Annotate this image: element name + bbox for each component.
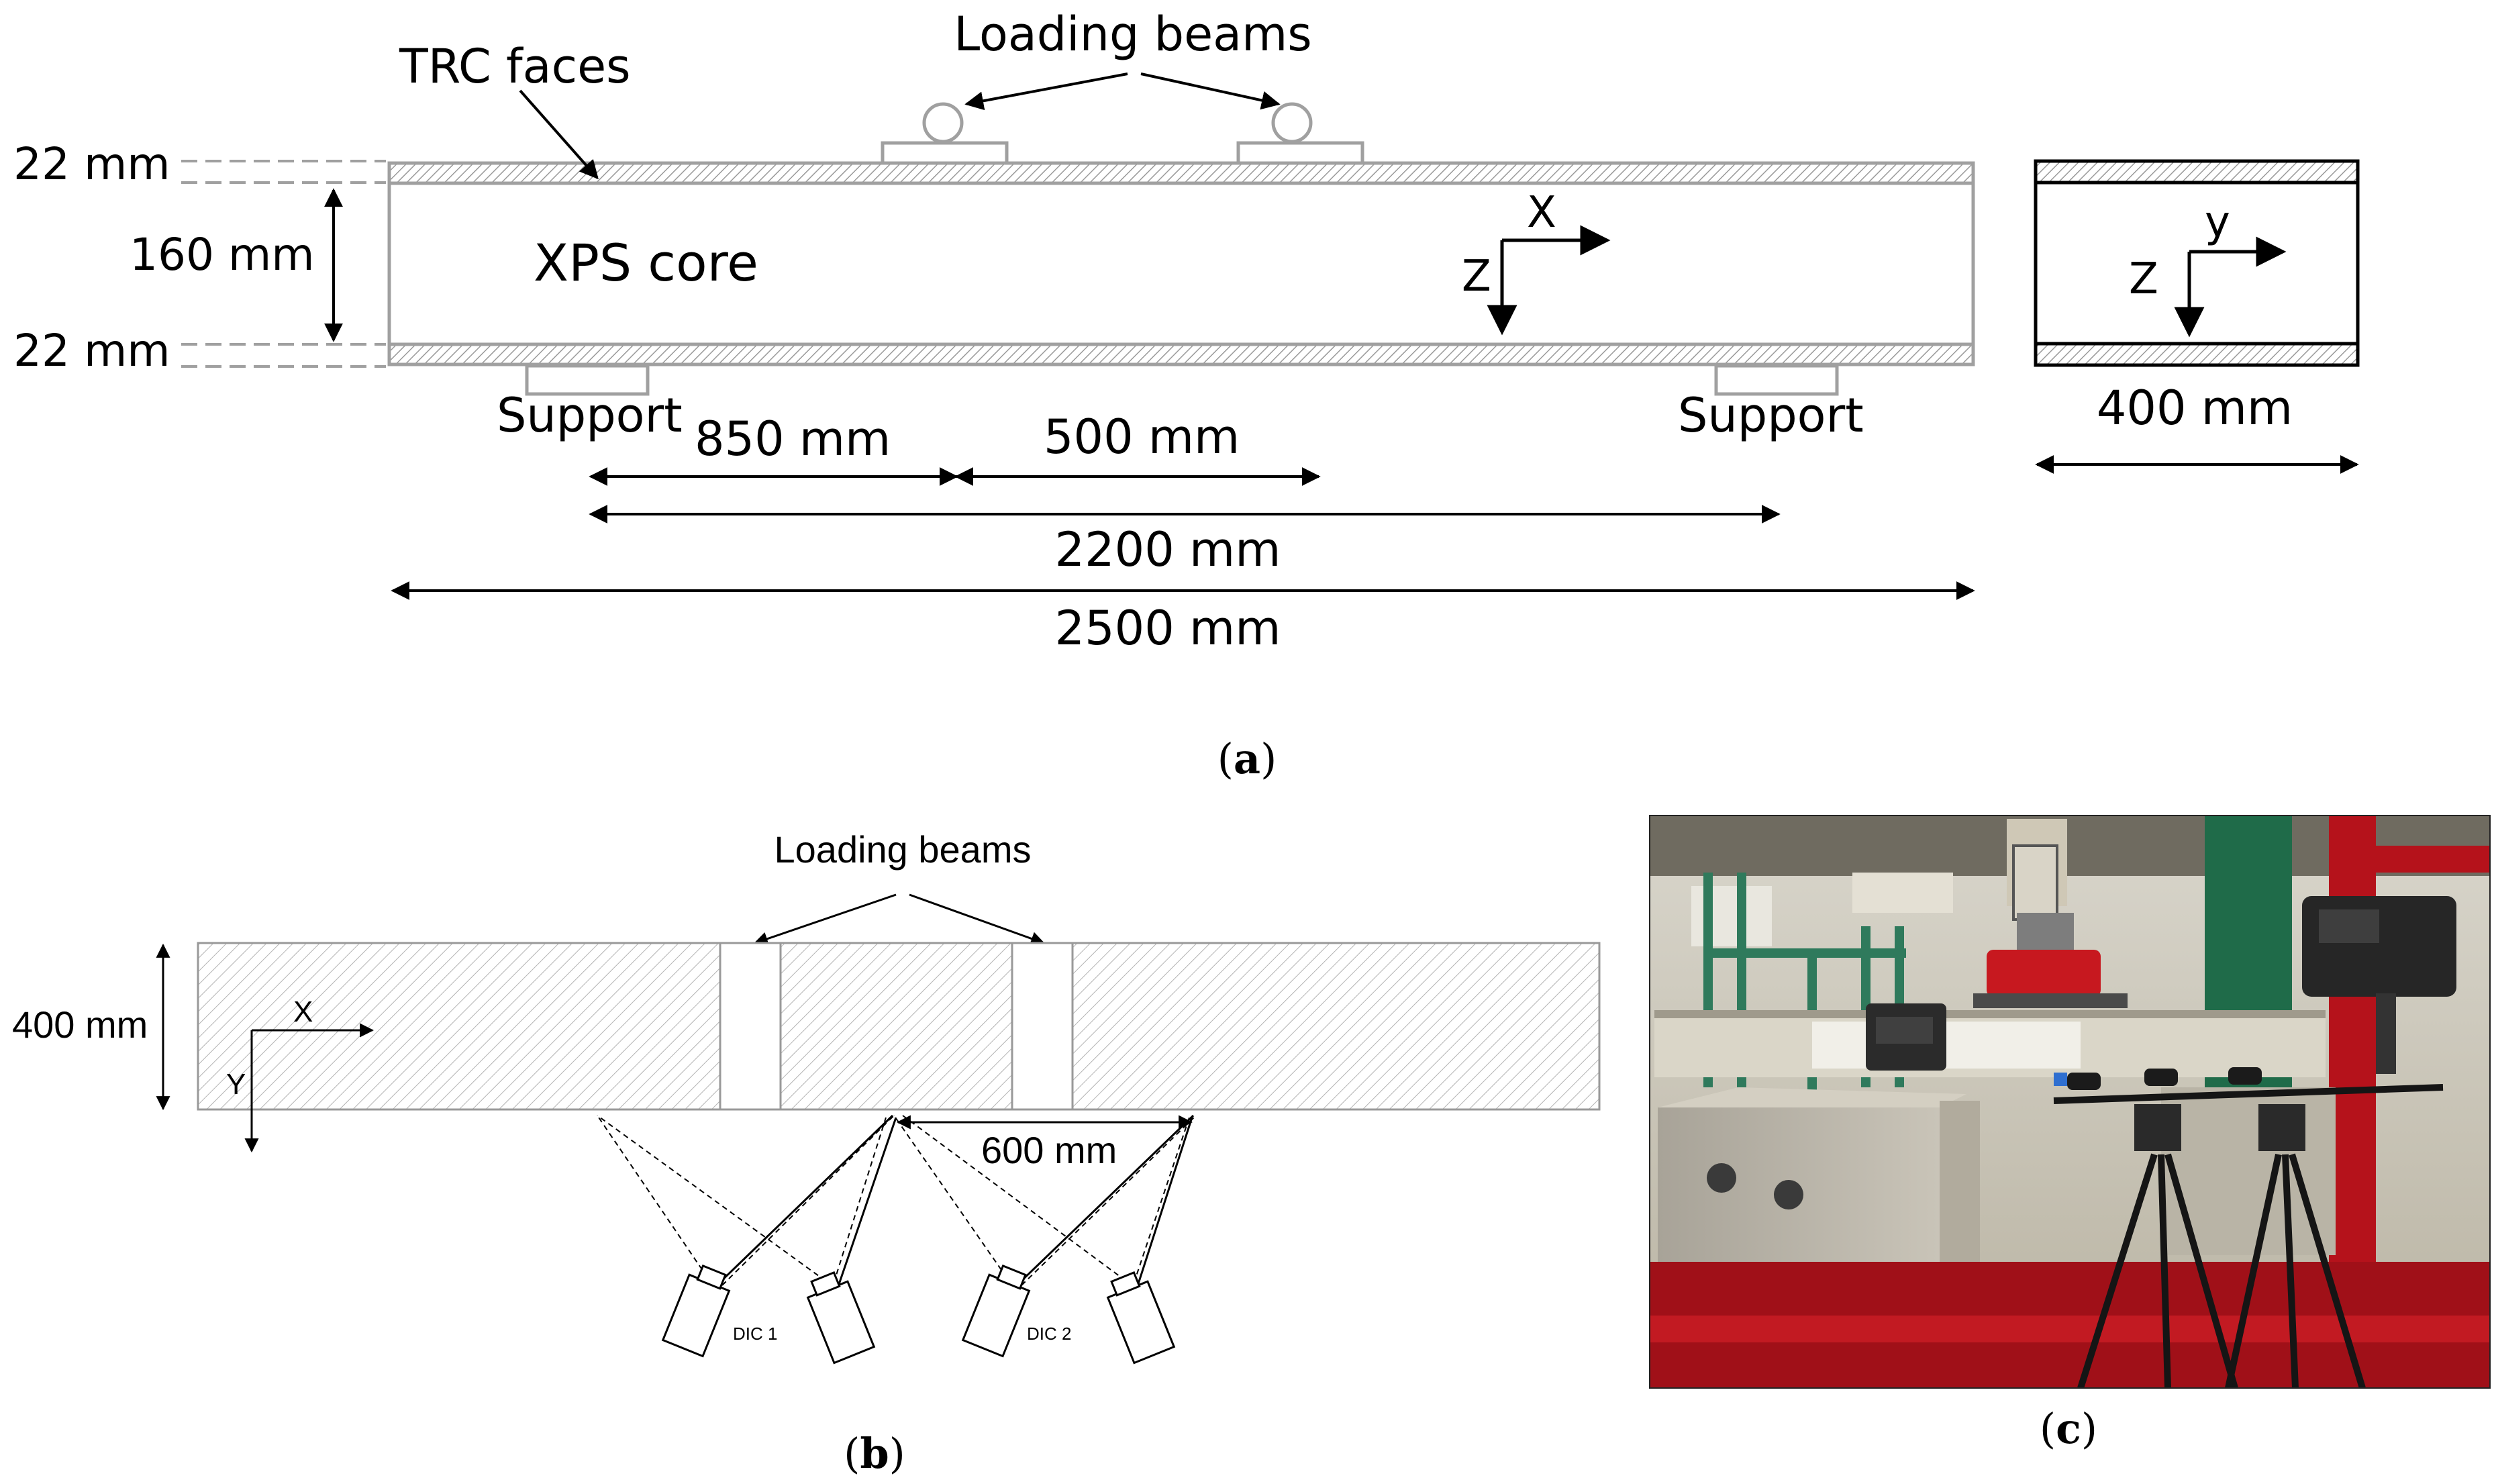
cross-section-bottom-face <box>2034 342 2360 367</box>
dim-850-label: 850 mm <box>695 411 891 466</box>
xps-core-label: XPS core <box>534 233 758 293</box>
sandwich-beam <box>387 161 1975 366</box>
caption-c: (c) <box>2040 1404 2097 1453</box>
cross-section: y Z 400 mm <box>2034 159 2360 474</box>
beam-axis-z-label: Z <box>1462 252 1491 301</box>
section-axis-y-label: y <box>2205 197 2230 247</box>
b-width-label: 400 mm <box>12 1003 148 1046</box>
panel-b: Loading beams 400 mm X Y <box>12 828 1601 1478</box>
top-view-segment-1 <box>197 942 721 1111</box>
top-face-thickness-label: 22 mm <box>13 138 170 190</box>
section-width-label: 400 mm <box>2097 381 2293 436</box>
top-view-segment-3 <box>1071 942 1601 1111</box>
support-left-label: Support <box>497 388 683 443</box>
panel-c-photo: (c) <box>1649 815 2491 1453</box>
trc-faces-arrow <box>519 89 599 180</box>
loading-beam-left <box>881 102 1009 165</box>
dim-2500-label: 2500 mm <box>1055 601 1281 656</box>
camera-dic1-right <box>806 1271 876 1365</box>
b-loading-beams-label: Loading beams <box>775 828 1032 871</box>
support-right-label: Support <box>1678 388 1864 443</box>
b-axis-x-label: X <box>293 995 313 1028</box>
bottom-face-thickness-label: 22 mm <box>13 325 170 377</box>
camera-dic2-right <box>1106 1271 1176 1365</box>
camera-dic2-label: DIC 2 <box>1027 1324 1071 1344</box>
camera-dic1-left <box>661 1264 731 1358</box>
cross-section-core <box>2034 181 2360 346</box>
top-view-loading-gap-1 <box>719 942 782 1111</box>
caption-b: (b) <box>844 1429 905 1478</box>
camera-fields-of-view <box>597 1115 1197 1293</box>
b-dim-600-label: 600 mm <box>981 1129 1117 1171</box>
loading-beams-arrow-right <box>1140 72 1281 110</box>
support-left-block <box>525 364 650 396</box>
camera-axis-lines <box>715 1114 1195 1293</box>
beam-axis-x-label: X <box>1527 188 1556 238</box>
dim-500-label: 500 mm <box>1044 409 1240 464</box>
trc-faces-label: TRC faces <box>399 39 631 94</box>
thickness-dashed-lines <box>181 160 386 368</box>
b-loading-beams-arrow-right <box>909 893 1045 946</box>
loading-beams-label: Loading beams <box>954 7 1311 62</box>
top-view-segment-2 <box>779 942 1013 1111</box>
support-right-block <box>1714 364 1839 396</box>
core-height-label: 160 mm <box>130 229 315 281</box>
loading-beams-arrow-left <box>964 72 1128 111</box>
caption-a: (a) <box>1217 734 1277 783</box>
dim-2200-label: 2200 mm <box>1055 522 1281 577</box>
b-loading-beams-arrow-left <box>754 893 897 946</box>
bottom-trc-face <box>387 342 1975 366</box>
section-axis-z-label: Z <box>2129 254 2158 304</box>
cross-section-top-face <box>2034 159 2360 185</box>
loading-beam-right <box>1236 102 1364 165</box>
beam-axes: X Z <box>1462 188 1611 336</box>
b-axis-y-label: Y <box>226 1068 246 1101</box>
top-trc-face <box>387 161 1975 185</box>
camera-dic1-label: DIC 1 <box>733 1324 777 1344</box>
top-view-loading-gap-2 <box>1011 942 1074 1111</box>
panel-a: Loading beams TRC faces 22 mm 22 mm 160 … <box>13 7 2360 783</box>
camera-dic2-left <box>961 1264 1031 1358</box>
